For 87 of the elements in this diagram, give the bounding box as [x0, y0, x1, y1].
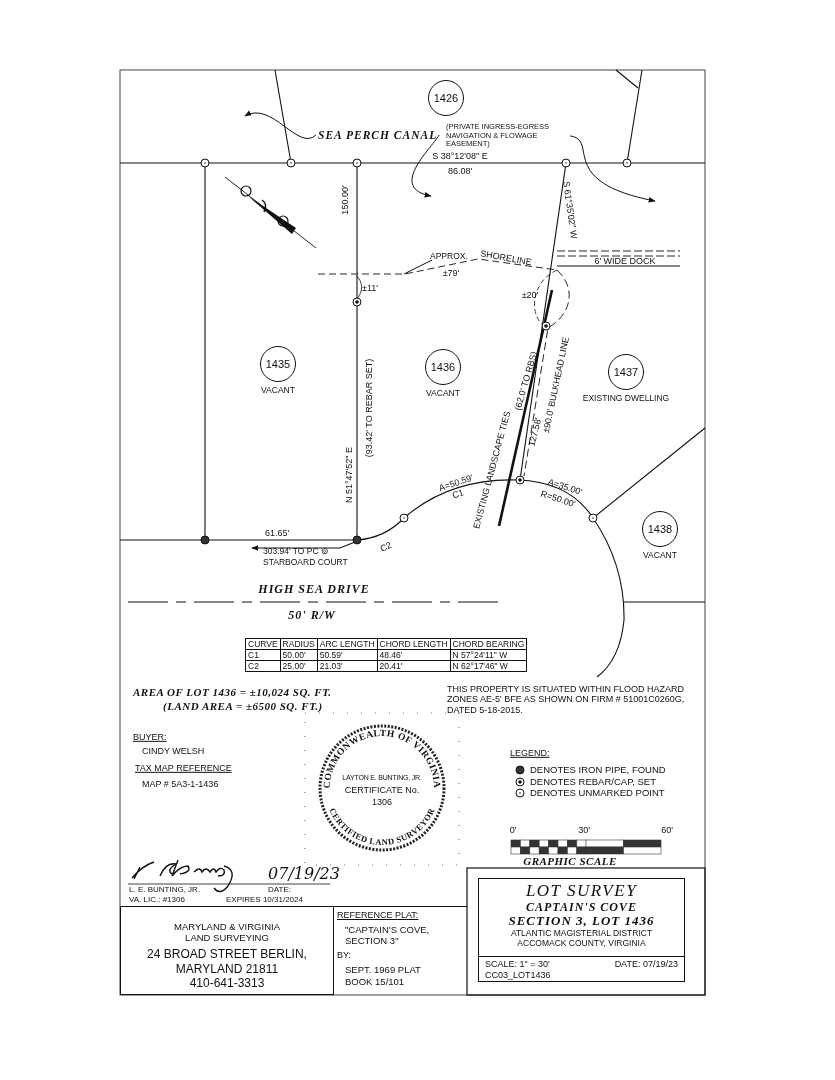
location-text: ATLANTIC MAGISTERIAL DISTRICT ACCOMACK COUNTY, VIRGINIA [509, 929, 654, 949]
title-block-box [478, 878, 685, 982]
note-text: EXPIRES 10/31/2024 [226, 895, 303, 905]
section-heading: TAX MAP REFERENCE [135, 762, 232, 774]
address-text: 410-641-3313 [189, 976, 265, 990]
table-cell: 50.59' [317, 649, 378, 661]
note-text: 6' WIDE DOCK [594, 255, 656, 267]
table-cell: 21.03' [317, 660, 378, 672]
legend-text: DENOTES IRON PIPE, FOUND [530, 764, 666, 776]
leader-arrow [411, 134, 440, 197]
dimension-label: S 61°35'02" W [560, 180, 580, 240]
note-text: ±11' [362, 282, 378, 294]
dimension-label: S 38°12'08" E [432, 150, 488, 162]
table-cell: 25.00' [280, 660, 318, 672]
seal-text: CERTIFICATE No. [344, 784, 420, 796]
company-info-box [120, 906, 334, 995]
lot-status: VACANT [261, 386, 295, 396]
table-header-cell: CHORD BEARING [450, 638, 527, 650]
lot-status: VACANT [426, 389, 460, 399]
table-cell: 20.41' [377, 660, 451, 672]
lot-number-circle: 1426 [428, 80, 464, 116]
table-cell: C2 [245, 660, 281, 672]
note-text: ±79' [442, 267, 460, 279]
distance-note: 303.94' TO PC ⊚ STARBOARD COURT [263, 546, 349, 568]
dimension-label: 150.00' [339, 185, 351, 215]
lot-number-circle: 1437 [608, 354, 644, 390]
lot-number-circle: 1436 [425, 349, 461, 385]
table-cell: C1 [245, 649, 281, 661]
surveyor-seal [317, 723, 447, 853]
note-text: MAP # 5A3-1-1436 [142, 778, 219, 790]
note-text: CINDY WELSH [142, 745, 205, 757]
shoreline-note: APPROX. [430, 251, 468, 261]
title-text: LOT SURVEY [524, 882, 639, 901]
dimension-label: 86.08' [447, 165, 473, 177]
section-heading: REFERENCE PLAT: [337, 910, 420, 920]
leader-line [403, 259, 433, 275]
legend-text: DENOTES REBAR/CAP, SET [530, 776, 656, 787]
lot-status: EXISTING DWELLING [582, 394, 670, 404]
lot-number-circle: 1435 [260, 346, 296, 382]
water-body-name: SEA PERCH CANAL [318, 129, 438, 141]
table-cell: N 57°24'11" W [450, 649, 527, 661]
title-block-text: SCALE: 1" = 30' [485, 959, 550, 970]
scale-tick-label: 0' [509, 824, 517, 836]
note-text: ±20' [521, 289, 539, 301]
lot-number-circle: 1438 [642, 511, 678, 547]
table-header-cell: ARC LENGTH [317, 638, 378, 650]
note-text: VA. LIC.: #1306 [129, 895, 185, 905]
leader-arrow [569, 135, 656, 203]
curve-label: C2 [378, 539, 394, 555]
table-header-cell: RADIUS [280, 638, 318, 650]
title-block-text: CC03_LOT1436 [485, 970, 551, 981]
curve-label: C1 [450, 487, 465, 501]
table-cell: 48.46' [377, 649, 451, 661]
handwritten-date: 07/19/23 [268, 864, 340, 884]
legend-text: DENOTES UNMARKED POINT [530, 787, 665, 799]
table-cell: 50.00' [280, 649, 318, 661]
seal-text: 1306 [372, 796, 392, 808]
leader-arrow [244, 111, 317, 139]
dimension-label: 61.65' [264, 527, 290, 539]
subtitle-text: SECTION 3, LOT 1436 [507, 913, 656, 929]
address-text: MARYLAND & VIRGINIA LAND SURVEYING [173, 921, 281, 944]
scale-tick-label: 30' [578, 824, 590, 836]
dimension-label: 127.58' [526, 416, 544, 448]
right-of-way-label: 50' R/W [288, 609, 336, 623]
dimension-label: (62.0' TO RBS) [512, 350, 540, 412]
note-text: DATE: [268, 885, 291, 895]
area-note: AREA OF LOT 1436 = ±10,024 SQ. FT. [133, 685, 332, 699]
section-heading: BUYER: [133, 731, 167, 743]
street-name: HIGH SEA DRIVE [258, 583, 370, 597]
dimension-label: (93.42' TO REBAR SET) [363, 358, 375, 458]
reference-text: "CAPTAIN'S COVE, SECTION 3" [345, 924, 431, 946]
reference-text: SEPT. 1969 PLAT BOOK 15/101 [345, 964, 422, 989]
table-header-cell: CHORD LENGTH [377, 638, 451, 650]
dimension-label: N 51°47'52" E [343, 446, 355, 504]
section-heading: LEGEND: [510, 747, 550, 759]
table-header-cell: CURVE [245, 638, 281, 650]
scale-tick-label: 60' [661, 824, 673, 836]
title-block-text: DATE: 07/19/23 [614, 959, 678, 970]
subtitle-text: CAPTAIN'S COVE [525, 900, 638, 914]
flood-zone-note: THIS PROPERTY IS SITUATED WITHIN FLOOD HAZARD ZONES AE-5' BFE AS SHOWN ON FIRM # 51001C0260G, DATED 5-18-2015. [447, 684, 686, 716]
scale-title: GRAPHIC SCALE [523, 854, 617, 868]
area-note: (LAND AREA = ±6500 SQ. FT.) [163, 699, 323, 713]
note-text: L. E. BUNTING, JR. [129, 885, 201, 895]
table-cell: N 62°17'46" W [450, 660, 527, 672]
lot-status: VACANT [643, 551, 677, 561]
address-text: 24 BROAD STREET BERLIN, MARYLAND 21811 [146, 947, 308, 976]
section-heading: BY: [337, 950, 352, 960]
